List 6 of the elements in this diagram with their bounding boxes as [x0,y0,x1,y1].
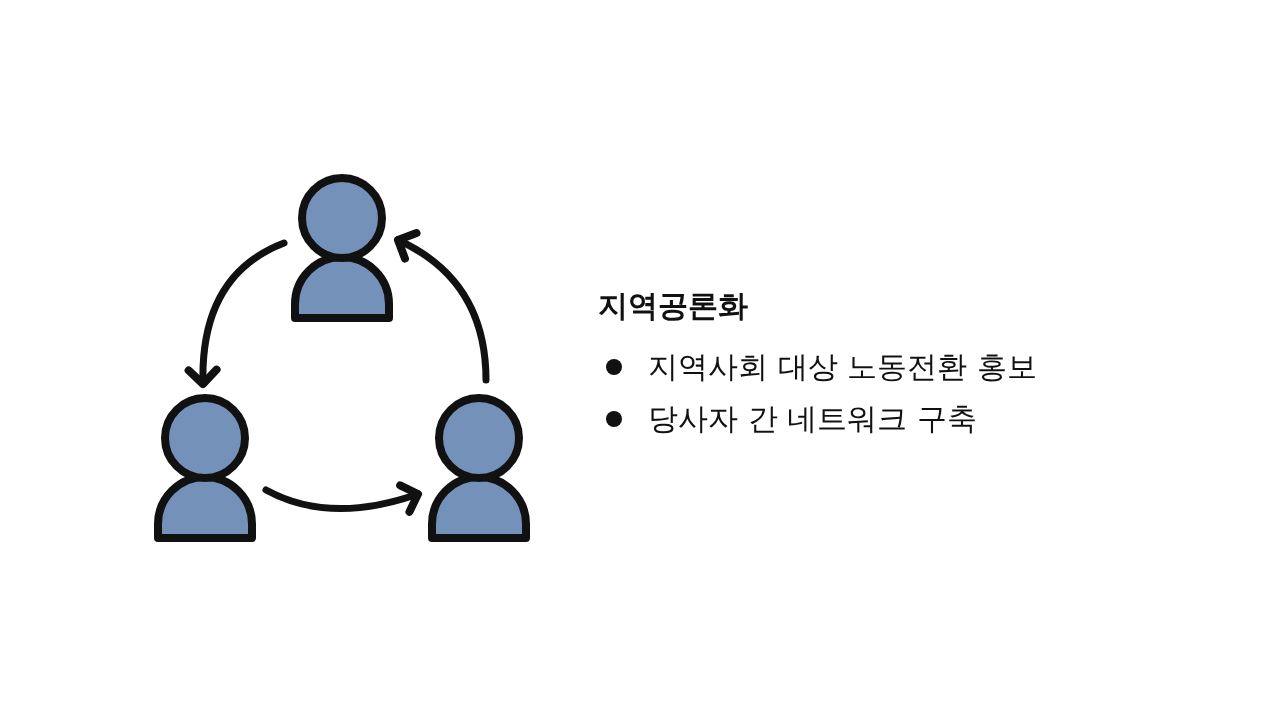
curved-arrow [394,229,490,384]
list-item-text: 당사자 간 네트워크 구축 [648,399,977,438]
curved-arrow [262,481,422,516]
heading: 지역공론화 [598,287,748,325]
curved-arrow [185,239,288,388]
list-item-text: 지역사회 대상 노동전환 홍보 [648,347,1037,386]
